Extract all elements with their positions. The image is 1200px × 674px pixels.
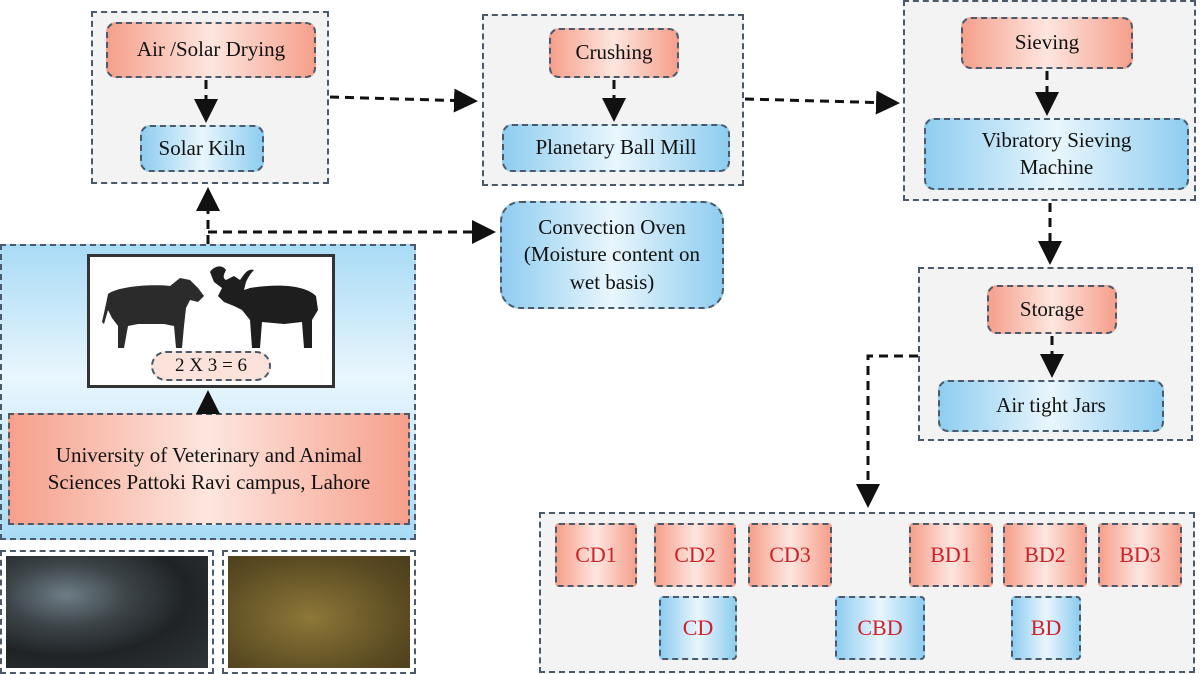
solar-kiln-box: Solar Kiln: [140, 125, 264, 172]
sample-cd2: CD2: [654, 523, 736, 587]
ball-mill-box: Planetary Ball Mill: [502, 124, 730, 172]
sample-bd2: BD2: [1003, 523, 1087, 587]
cow-icon: [102, 278, 204, 348]
crushing-step-box: Crushing: [549, 28, 679, 78]
drying-step-box: Air /Solar Drying: [106, 22, 316, 78]
cow-dung-photo: [0, 550, 214, 674]
arrow-crushing-to-sieving: [744, 90, 900, 115]
sample-bd: BD: [1011, 596, 1081, 660]
sieving-step-box: Sieving: [961, 17, 1133, 69]
sample-bd3: BD3: [1098, 523, 1182, 587]
sample-cd: CD: [659, 596, 737, 660]
sample-cbd: CBD: [835, 596, 925, 660]
count-label: 2 X 3 = 6: [151, 351, 271, 381]
sample-cd1: CD1: [555, 523, 637, 587]
sample-cd3: CD3: [748, 523, 832, 587]
buffalo-icon: [210, 266, 318, 348]
airtight-jars-box: Air tight Jars: [938, 380, 1164, 432]
location-box: University of Veterinary and Animal Scie…: [8, 413, 410, 525]
buffalo-dung-photo: [222, 550, 416, 674]
storage-step-box: Storage: [987, 285, 1117, 334]
sieving-machine-box: Vibratory Sieving Machine: [924, 118, 1189, 190]
sample-bd1: BD1: [909, 523, 993, 587]
convection-oven-box: Convection Oven (Moisture content on wet…: [500, 201, 724, 309]
arrow-storage-to-samples: [856, 354, 918, 508]
arrow-drying-to-crushing: [329, 88, 478, 113]
